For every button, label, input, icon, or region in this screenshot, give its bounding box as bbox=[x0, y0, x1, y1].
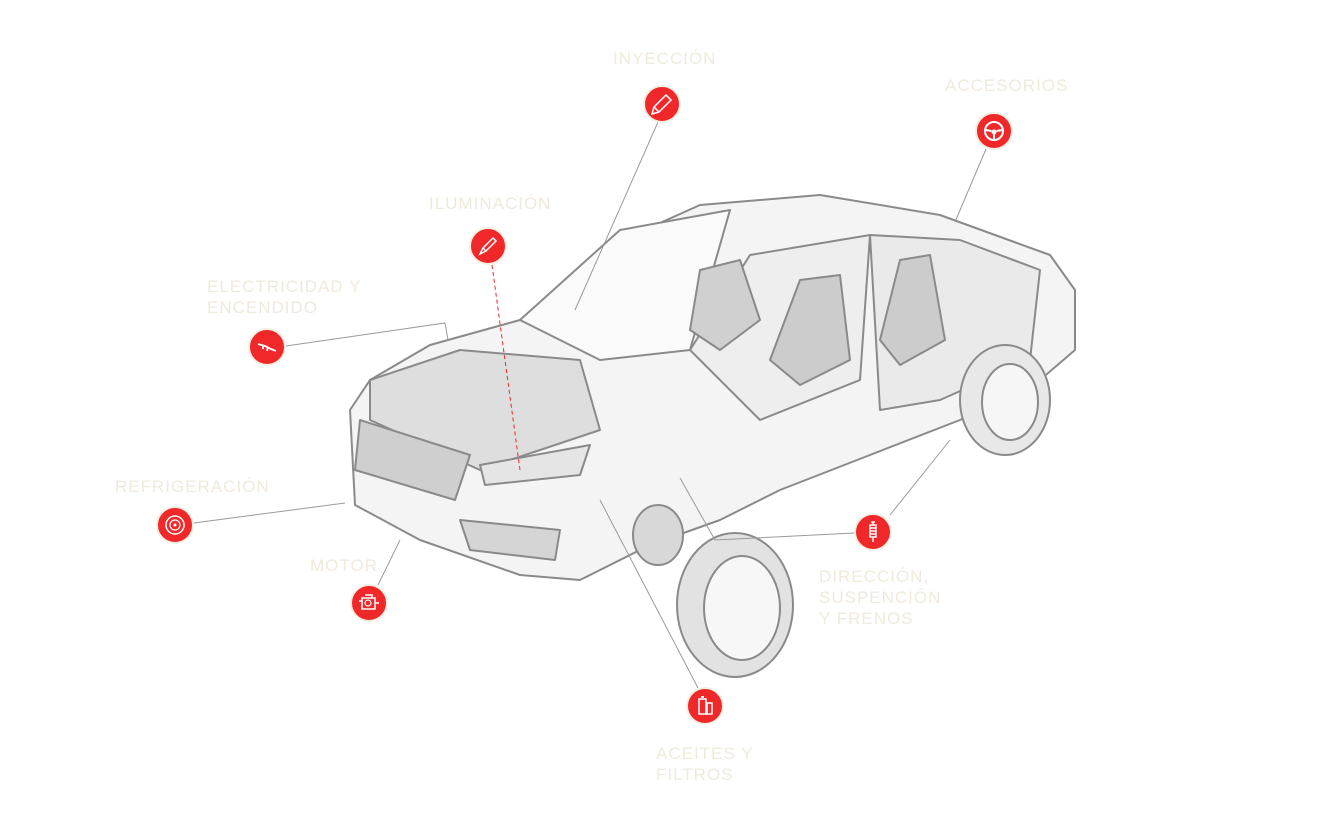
brake-disc bbox=[632, 504, 684, 566]
connector-electricidad bbox=[285, 322, 449, 347]
steering-wheel-icon bbox=[984, 121, 1004, 141]
connector-aceites bbox=[599, 499, 699, 689]
label-aceites[interactable]: ACEITES Y FILTROS bbox=[656, 744, 754, 784]
shock-absorber-icon bbox=[869, 521, 877, 542]
hotspot-electricidad[interactable] bbox=[248, 328, 286, 366]
oil-filter-icon bbox=[698, 696, 713, 715]
headlight-bulb-icon bbox=[478, 236, 498, 256]
injector-icon bbox=[650, 93, 673, 116]
label-electricidad[interactable]: ELECTRICIDAD Y ENCENDIDO bbox=[207, 277, 362, 317]
hotspot-refrigeracion[interactable] bbox=[156, 506, 194, 544]
label-iluminacion[interactable]: ILUMINACIÓN bbox=[429, 194, 552, 213]
hotspot-direccion[interactable] bbox=[854, 513, 892, 551]
label-direccion[interactable]: DIRECCIÓN, SUSPENCIÓN Y FRENOS bbox=[819, 567, 942, 628]
hotspot-motor[interactable] bbox=[350, 584, 388, 622]
spark-plug-icon bbox=[257, 343, 277, 352]
hotspot-accesorios[interactable] bbox=[975, 112, 1013, 150]
connector-motor bbox=[377, 539, 401, 586]
label-motor[interactable]: MOTOR bbox=[310, 556, 378, 575]
connector-direccion bbox=[679, 477, 856, 541]
label-accesorios[interactable]: ACCESORIOS bbox=[945, 76, 1069, 95]
connector-accesorios bbox=[954, 148, 987, 223]
front-grille bbox=[354, 419, 471, 501]
hotspot-aceites[interactable] bbox=[686, 687, 724, 725]
connector-inyeccion bbox=[574, 121, 659, 311]
engine-icon bbox=[359, 594, 379, 610]
label-refrigeracion[interactable]: REFRIGERACIÓN bbox=[115, 477, 270, 496]
label-inyeccion[interactable]: INYECCIÓN bbox=[613, 49, 717, 68]
connector-refrigeracion bbox=[193, 502, 346, 524]
hotspot-iluminacion[interactable] bbox=[469, 227, 507, 265]
fan-icon bbox=[165, 515, 185, 535]
hotspot-inyeccion[interactable] bbox=[643, 85, 681, 123]
